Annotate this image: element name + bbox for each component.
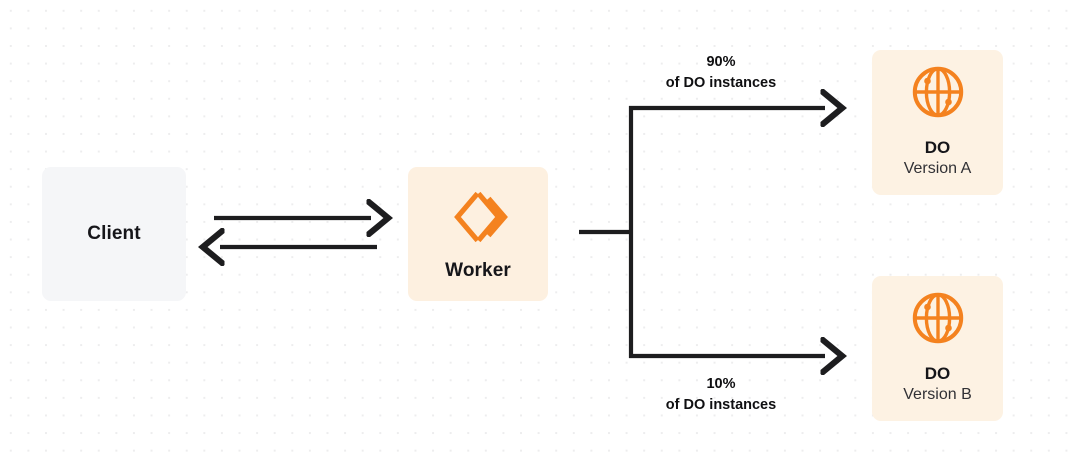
node-client-label: Client [87, 222, 141, 244]
node-do-version-a[interactable]: DO Version A [872, 50, 1003, 195]
node-do-a-title: DO [924, 137, 951, 157]
edge-label-do-a-description: of DO instances [665, 75, 777, 92]
node-worker[interactable]: Worker [408, 167, 548, 301]
globe-icon [911, 65, 965, 119]
workers-logo-icon [447, 186, 509, 248]
edge-label-do-b: 10% of DO instances [656, 374, 786, 416]
edge-label-do-a-percent: 90% [706, 54, 736, 70]
edge-label-do-b-percent: 10% [706, 376, 736, 392]
node-do-b-subtitle: Version B [903, 386, 972, 404]
node-worker-label: Worker [445, 259, 511, 281]
edge-label-do-a: 90% of DO instances [656, 52, 786, 94]
node-do-version-b[interactable]: DO Version B [872, 276, 1003, 421]
node-do-b-title: DO [924, 363, 951, 383]
edge-label-do-b-description: of DO instances [665, 397, 777, 414]
node-client[interactable]: Client [42, 167, 186, 301]
globe-icon [911, 291, 965, 345]
node-do-a-subtitle: Version A [903, 160, 972, 178]
